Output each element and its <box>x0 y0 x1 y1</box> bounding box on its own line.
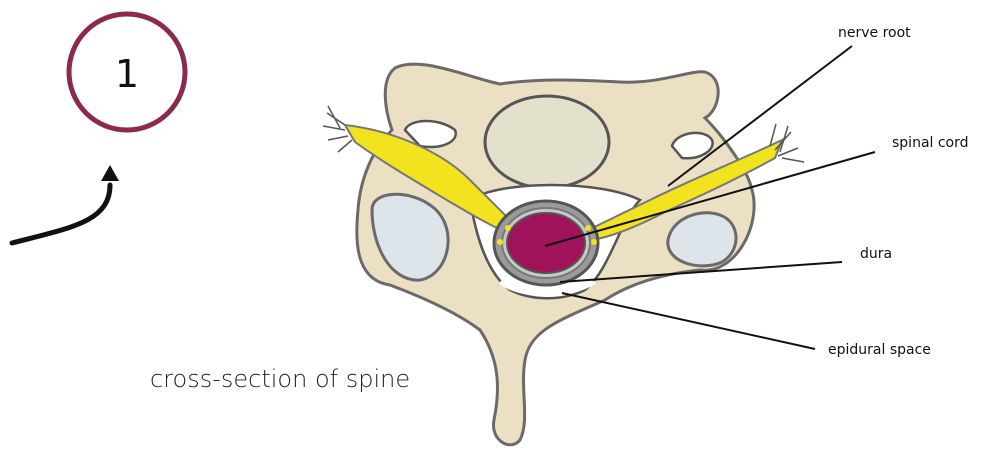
nerve-rootlet-dot <box>585 225 591 231</box>
right-facet-joint <box>668 213 736 266</box>
step-badge: 1 <box>69 14 185 130</box>
nerve-rootlet-dot <box>505 225 511 231</box>
nerve-rootlet-dot <box>591 239 597 245</box>
label-nerve-root: nerve root <box>838 25 911 41</box>
label-spinal-cord: spinal cord <box>892 135 969 151</box>
diagram-caption: cross-section of spine <box>150 365 410 393</box>
spinal-cord <box>507 213 585 273</box>
label-dura: dura <box>860 246 892 262</box>
leader-line-epidural-space <box>562 293 815 349</box>
nerve-rootlet-dot <box>497 239 503 245</box>
curved-arrow-up-icon <box>12 165 119 243</box>
label-epidural-space: epidural space <box>828 342 931 358</box>
vertebral-disc <box>485 96 609 188</box>
step-number: 1 <box>115 52 139 96</box>
